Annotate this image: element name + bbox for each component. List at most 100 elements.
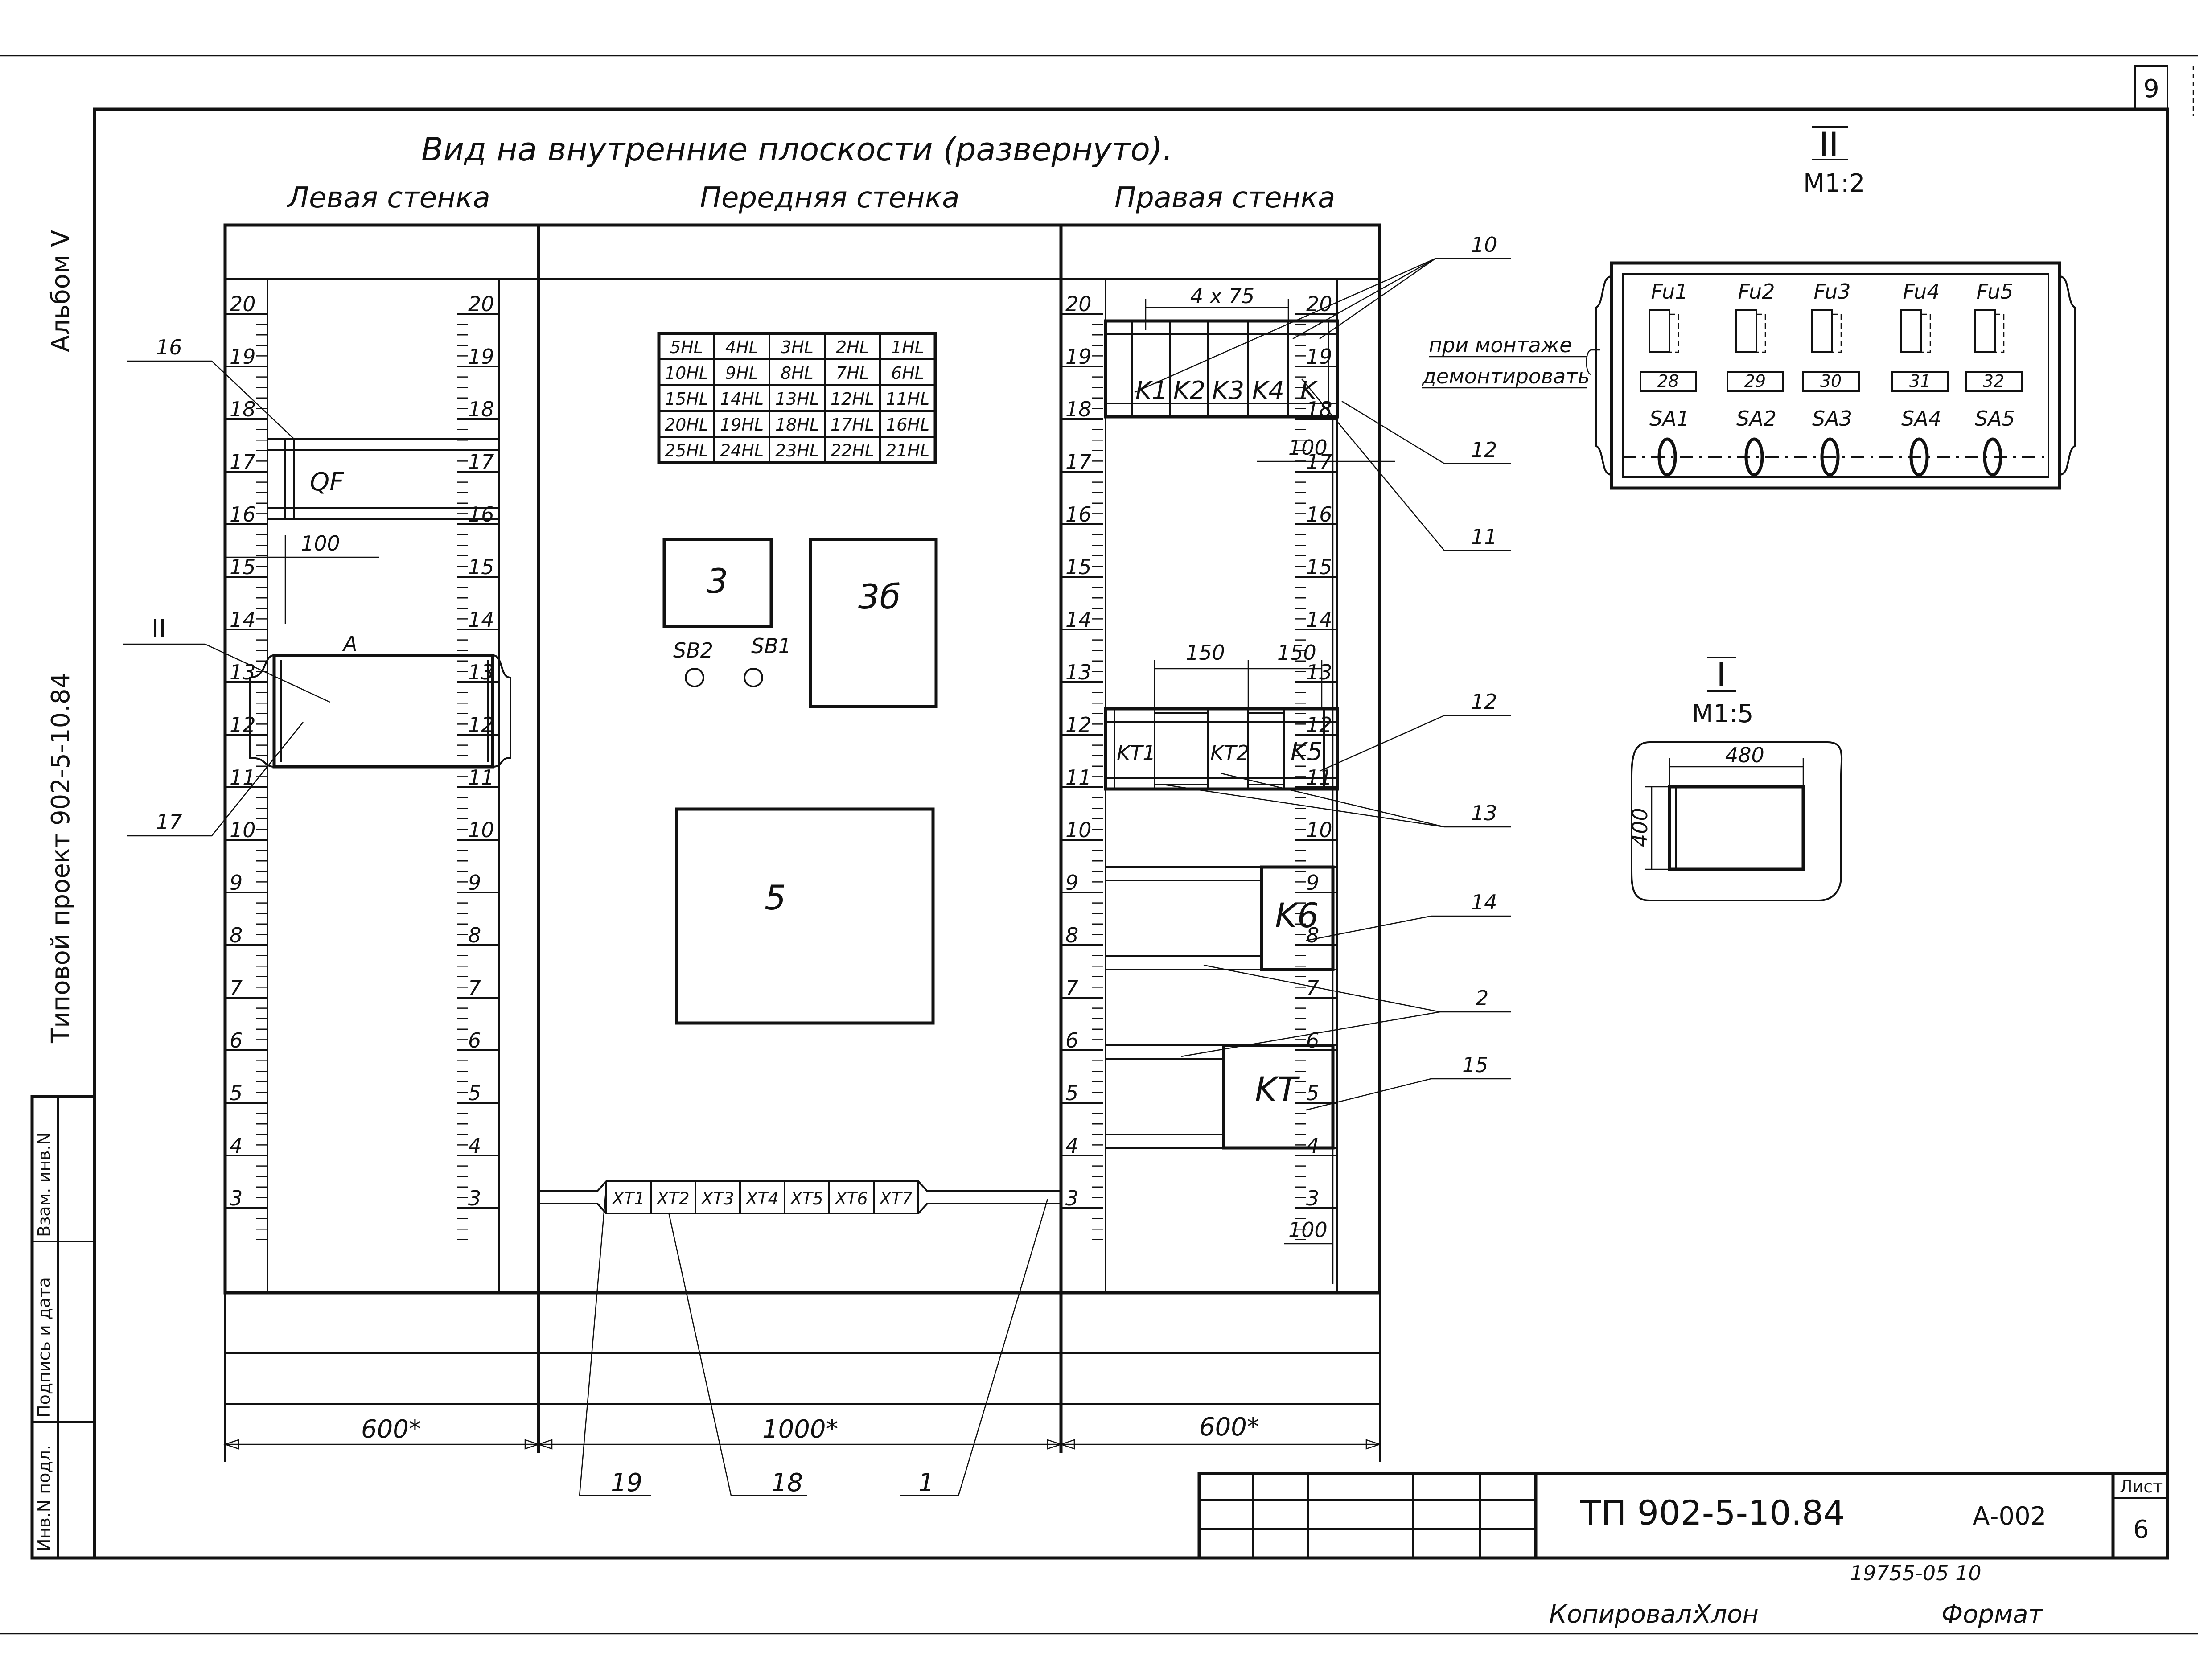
scale-number: 14 bbox=[1065, 608, 1092, 632]
fuse-tag: 32 bbox=[1983, 371, 2004, 391]
scale-number: 5 bbox=[1306, 1081, 1319, 1105]
scale-number: 18 bbox=[468, 397, 494, 421]
hl-lamp-label: 13HL bbox=[775, 389, 819, 409]
right-dim-100-top: 100 bbox=[1288, 436, 1328, 460]
view-II-note-1: при монтаже bbox=[1429, 333, 1572, 357]
view-II-label: II bbox=[1819, 124, 1839, 164]
scale-number: 12 bbox=[1306, 713, 1332, 737]
view-I-dim-400: 400 bbox=[1628, 808, 1652, 847]
right-wall-content bbox=[1104, 299, 1395, 1284]
hl-lamp-label: 20HL bbox=[665, 415, 708, 435]
scale-number: 15 bbox=[468, 555, 494, 579]
hl-lamp-label: 9HL bbox=[725, 363, 758, 383]
hl-lamp-label: 12HL bbox=[831, 389, 874, 409]
scale-number: 10 bbox=[468, 818, 494, 842]
front-wall-content bbox=[539, 538, 1061, 1214]
relay-label: K3 bbox=[1212, 376, 1244, 405]
scale-number: 7 bbox=[230, 976, 243, 1000]
callout-10: 10 bbox=[1471, 233, 1497, 257]
hl-lamp-label: 18HL bbox=[775, 415, 819, 435]
dim-left-600: 600* bbox=[361, 1415, 421, 1444]
dim-150-a: 150 bbox=[1186, 641, 1225, 665]
fuse-body bbox=[1900, 309, 1922, 353]
callout-13: 13 bbox=[1471, 801, 1497, 825]
view-II-panel bbox=[1586, 261, 2076, 490]
kt-label: KT bbox=[1255, 1069, 1300, 1109]
scale-number: 18 bbox=[1065, 397, 1092, 421]
scale-number: 14 bbox=[1306, 608, 1332, 632]
scale-number: 7 bbox=[1065, 976, 1078, 1000]
scale-number: 16 bbox=[1306, 502, 1332, 526]
box-5-label: 5 bbox=[765, 878, 786, 917]
scale-number: 17 bbox=[1065, 450, 1092, 474]
scale-number: 9 bbox=[1306, 871, 1319, 895]
scale-number: 5 bbox=[468, 1081, 481, 1105]
sheet-corner-number: 9 bbox=[2143, 74, 2159, 103]
label-right-wall: Правая стенка bbox=[1114, 181, 1335, 214]
scale-number: 20 bbox=[1065, 292, 1092, 316]
fuse-body bbox=[1735, 309, 1757, 353]
scale-number: 9 bbox=[1065, 871, 1078, 895]
scale-number: 10 bbox=[1306, 818, 1332, 842]
hl-lamp-label: 15HL bbox=[665, 389, 708, 409]
dim-right-600: 600* bbox=[1199, 1413, 1259, 1442]
terminal-label: XT3 bbox=[700, 1189, 734, 1209]
switch-label: SA3 bbox=[1812, 407, 1852, 431]
scale-number: 16 bbox=[468, 502, 494, 526]
copied-signature: Хлон bbox=[1693, 1600, 1759, 1629]
scale-number: 13 bbox=[1065, 660, 1092, 684]
hl-lamp-label: 8HL bbox=[781, 363, 814, 383]
sheet-frame bbox=[0, 55, 2198, 1635]
title-block-code: ТП 902-5-10.84 bbox=[1580, 1493, 1845, 1533]
view-II-scale: M1:2 bbox=[1803, 169, 1865, 198]
dim-front-1000: 1000* bbox=[762, 1415, 839, 1444]
box-3b-label: 3б bbox=[858, 577, 900, 617]
hl-lamp-label: 3HL bbox=[781, 337, 814, 357]
callout-19: 19 bbox=[611, 1468, 642, 1497]
terminal-label: XT4 bbox=[745, 1189, 778, 1209]
scale-number: 6 bbox=[1306, 1028, 1319, 1052]
scale-number: 4 bbox=[230, 1134, 243, 1158]
scale-number: 12 bbox=[1065, 713, 1092, 737]
title-block-sheet-number: 6 bbox=[2133, 1515, 2149, 1544]
hl-lamp-label: 5HL bbox=[670, 337, 703, 357]
fuse-tag: 30 bbox=[1820, 371, 1842, 391]
callout-12-top: 12 bbox=[1471, 438, 1497, 462]
scale-number: 8 bbox=[230, 923, 243, 947]
scale-number: 8 bbox=[1065, 923, 1078, 947]
switch-body bbox=[1657, 437, 1677, 477]
project-label: Типовой проект 902-5-10.84 bbox=[46, 673, 75, 1044]
left-stamp-strip bbox=[30, 1095, 96, 1560]
fuse-tag: 28 bbox=[1657, 371, 1679, 391]
scale-number: 11 bbox=[1065, 765, 1092, 789]
scale-number: 17 bbox=[230, 450, 256, 474]
fuse-label: Fu5 bbox=[1976, 280, 2013, 304]
fuse-body bbox=[1649, 309, 1670, 353]
dim-150-b: 150 bbox=[1277, 641, 1316, 665]
scale-number: 20 bbox=[1306, 292, 1332, 316]
scale-number: 10 bbox=[1065, 818, 1092, 842]
scale-ladders: 3456789101112131415161718192034567891011… bbox=[225, 292, 1337, 1241]
box-3-label: 3 bbox=[707, 561, 728, 601]
hl-lamp-label: 22HL bbox=[831, 441, 874, 460]
k5-label: K5 bbox=[1291, 737, 1323, 766]
scale-number: 13 bbox=[468, 660, 494, 684]
scale-number: 7 bbox=[468, 976, 481, 1000]
title-block bbox=[1197, 1472, 2169, 1560]
project-text: Типовой проект 902-5-10.84 bbox=[46, 673, 75, 1044]
callout-18: 18 bbox=[771, 1468, 803, 1497]
hl-lamp-label: 1HL bbox=[891, 337, 924, 357]
dim-4x75: 4 x 75 bbox=[1190, 284, 1254, 308]
scale-number: 8 bbox=[468, 923, 481, 947]
view-I-label: I bbox=[1716, 655, 1726, 695]
scale-number: 17 bbox=[468, 450, 494, 474]
fuse-body bbox=[1974, 309, 1996, 353]
hl-lamp-label: 23HL bbox=[775, 441, 819, 460]
fuse-tag-box bbox=[1640, 371, 1697, 392]
view-I-dim-480: 480 bbox=[1725, 743, 1764, 767]
scale-number: 13 bbox=[1306, 660, 1332, 684]
